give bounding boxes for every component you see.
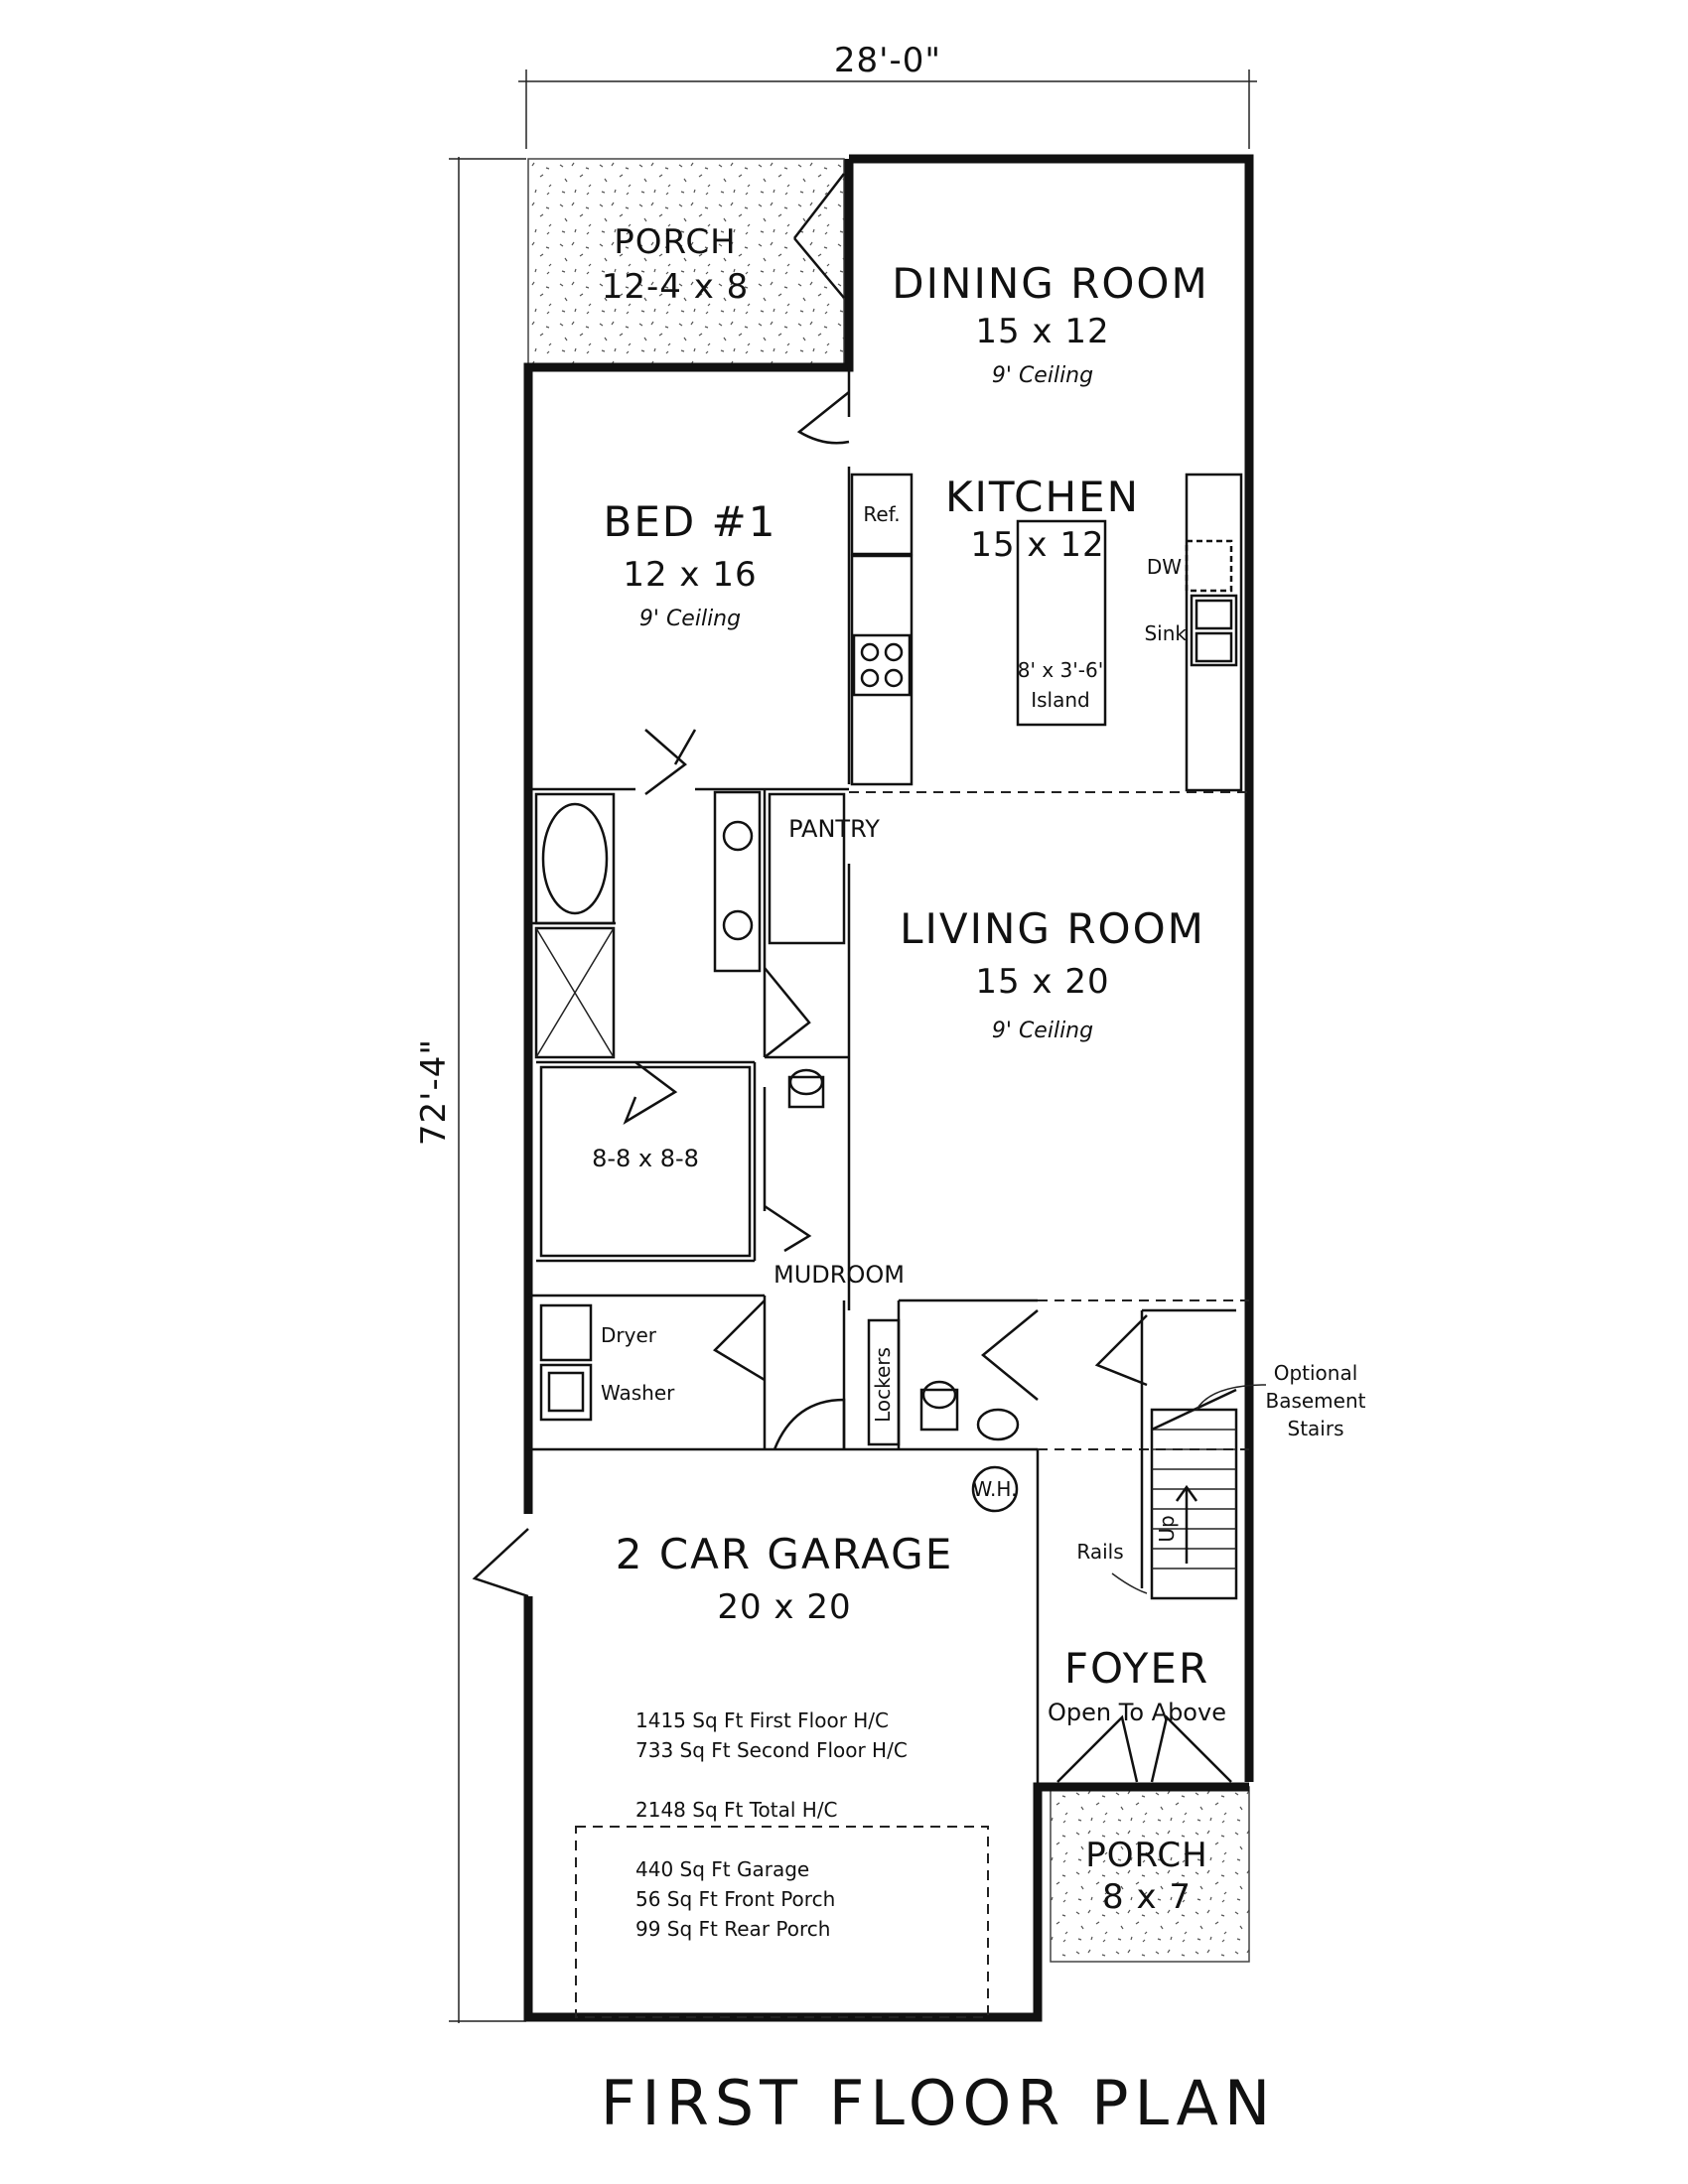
kitchen-island [1016, 519, 1107, 727]
bed1-ceiling: 9' Ceiling [639, 607, 741, 631]
dryer [539, 1303, 593, 1362]
stat-first-floor: 1415 Sq Ft First Floor H/C [635, 1708, 889, 1732]
toilet-hall-bath [787, 1075, 825, 1109]
garage-name: 2 CAR GARAGE [616, 1530, 954, 1578]
pantry-shelves [768, 792, 846, 945]
washer-label: Washer [601, 1381, 675, 1405]
stat-second-floor: 733 Sq Ft Second Floor H/C [635, 1738, 908, 1762]
front-porch-size: 8 x 7 [1102, 1877, 1192, 1917]
rails-label: Rails [1076, 1540, 1123, 1564]
bathtub [534, 792, 616, 925]
front-porch-name: PORCH [1085, 1836, 1208, 1875]
dining-room-ceiling: 9' Ceiling [992, 363, 1093, 388]
dining-room-size: 15 x 12 [975, 312, 1109, 351]
kitchen-sink [1190, 594, 1238, 667]
water-heater-label: W.H. [973, 1477, 1018, 1501]
stat-front-porch: 56 Sq Ft Front Porch [635, 1887, 835, 1911]
foyer-note: Open To Above [1048, 1699, 1226, 1726]
left-counter [850, 554, 914, 786]
dryer-label: Dryer [601, 1323, 657, 1347]
rear-porch-size: 12-4 x 8 [602, 267, 750, 307]
powder-sink [976, 1408, 1020, 1441]
island-label: Island [1031, 688, 1090, 712]
dishwasher-label: DW [1147, 555, 1182, 579]
toilet-powder [919, 1388, 959, 1432]
right-counter [1185, 473, 1243, 792]
kitchen-size: 15 x 12 [970, 525, 1104, 565]
depth-dimension-label: 72'-4" [414, 1038, 454, 1146]
bed1-name: BED #1 [604, 497, 777, 546]
lockers-label: Lockers [871, 1347, 895, 1423]
mudroom-name: MUDROOM [774, 1261, 905, 1289]
front-porch-area [1050, 1786, 1250, 1963]
living-room-ceiling: 9' Ceiling [992, 1019, 1093, 1043]
living-room-name: LIVING ROOM [900, 904, 1205, 953]
lockers [867, 1318, 901, 1446]
living-room-size: 15 x 20 [975, 962, 1109, 1002]
width-dimension-label: 28'-0" [834, 41, 941, 80]
garage-size: 20 x 20 [717, 1587, 851, 1627]
width-dimension-line [518, 69, 1257, 149]
basement-label-line3: Stairs [1288, 1417, 1344, 1440]
refrigerator-label: Ref. [863, 502, 900, 526]
exterior-walls [523, 154, 1254, 2022]
rear-porch-area [527, 158, 845, 368]
garage-door [575, 1826, 989, 2018]
stat-rear-porch: 99 Sq Ft Rear Porch [635, 1917, 830, 1941]
sink-label: Sink [1144, 621, 1187, 645]
island-size: 8' x 3'-6' [1018, 658, 1103, 682]
pantry-name: PANTRY [788, 815, 880, 843]
foyer-name: FOYER [1064, 1644, 1209, 1693]
shower [534, 926, 616, 1059]
dining-room-name: DINING ROOM [892, 259, 1208, 308]
stairs-up-label: Up [1155, 1515, 1179, 1542]
stat-total: 2148 Sq Ft Total H/C [635, 1798, 838, 1822]
bed1-size: 12 x 16 [623, 555, 757, 595]
refrigerator [850, 473, 914, 556]
depth-dimension-line [449, 157, 526, 2023]
basement-label-line1: Optional [1274, 1361, 1358, 1385]
water-heater [971, 1465, 1019, 1513]
closet-shelving [539, 1065, 752, 1258]
basement-label-line2: Basement [1265, 1389, 1365, 1413]
cooktop [852, 633, 912, 697]
plan-title: FIRST FLOOR PLAN [601, 2067, 1277, 2139]
dishwasher [1185, 539, 1233, 593]
rear-porch-name: PORCH [614, 222, 737, 262]
closet-size: 8-8 x 8-8 [592, 1145, 699, 1172]
vanity [713, 790, 762, 973]
door-swings [472, 173, 1232, 1783]
kitchen-name: KITCHEN [945, 473, 1140, 521]
washer [539, 1363, 593, 1422]
stairs [1150, 1388, 1238, 1600]
stat-garage: 440 Sq Ft Garage [635, 1857, 809, 1881]
